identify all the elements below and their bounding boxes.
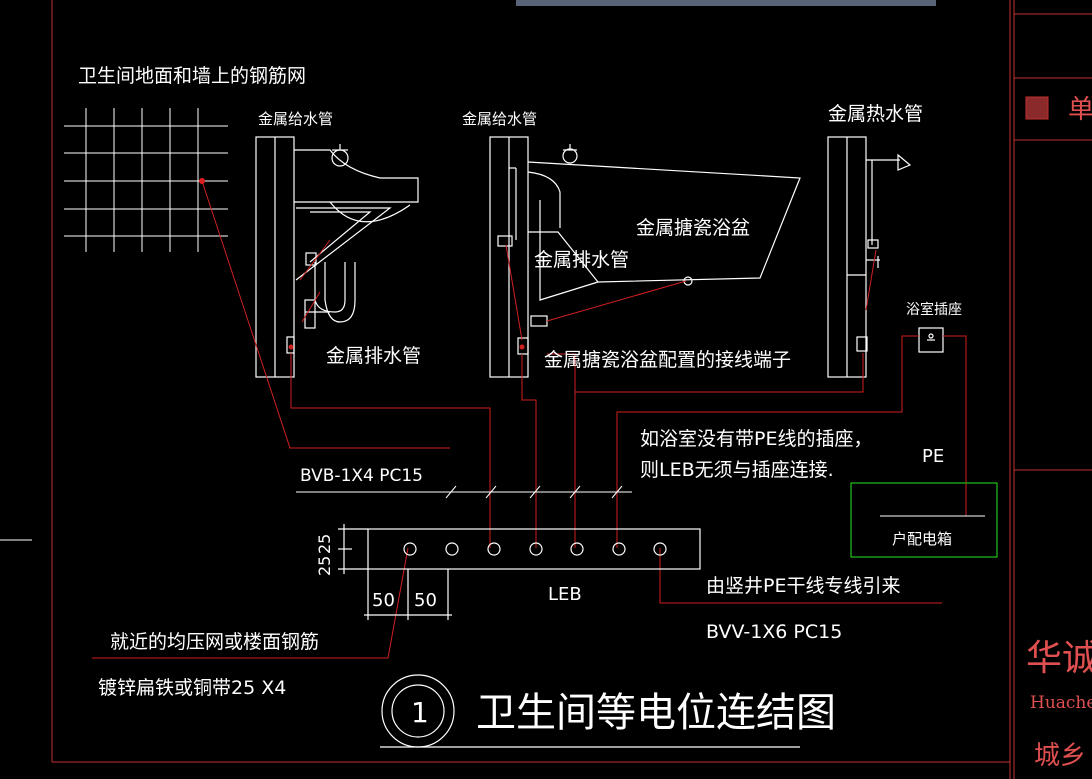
bvb-cable-label: BVB-1X4 PC15 [300,466,423,486]
bonding-red-lines [92,180,967,659]
metal-drain-pipe-label-1: 金属排水管 [326,345,421,367]
dim-height: 25 [315,534,334,554]
socket-note-line-1: 如浴室没有带PE线的插座， [640,428,872,450]
title-circle-number: 1 [411,696,429,729]
washbasin-fixture [255,136,419,378]
drawing-frame [51,0,1092,779]
bathtub-terminal-label: 金属搪瓷浴盆配置的接线端子 [544,349,791,371]
pe-label: PE [922,446,944,467]
rebar-grid [64,108,228,252]
drawing-title: 卫生间等电位连结图 [476,690,836,736]
metal-supply-pipe-label-2: 金属给水管 [462,110,537,128]
metal-supply-pipe-label-1: 金属给水管 [258,110,333,128]
title-block-bottom: 城乡 [1034,741,1086,771]
leb-label: LEB [548,584,582,605]
shower-fixture [827,136,944,378]
flat-iron-note: 镀锌扁铁或铜带25 X4 [98,677,286,699]
bathtub-fixture [489,136,801,378]
pe-trunk-note: 由竖井PE干线专线引来 [706,575,900,597]
rebar-note: 卫生间地面和墙上的钢筋网 [78,65,306,87]
title-block-unit: 单 [1068,95,1092,125]
dim-50-b: 50 [414,590,437,611]
leb-bar [338,524,701,620]
socket-note-line-2: 则LEB无须与插座连接. [640,459,834,481]
dim-50-a: 50 [372,590,395,611]
company-cn: 华诚 [1026,638,1092,679]
enamel-bathtub-label: 金属搪瓷浴盆 [636,217,750,239]
bvb-cable [296,485,632,499]
bvv-cable-label: BVV-1X6 PC15 [706,621,842,643]
metal-drain-pipe-label-2: 金属排水管 [534,249,629,271]
title-symbol [380,674,800,748]
top-scrollbar[interactable] [516,0,936,6]
company-en: Huachen [1030,693,1092,713]
distribution-box [850,482,998,558]
nearby-grid-note: 就近的均压网或楼面钢筋 [110,631,319,653]
distribution-box-label: 户配电箱 [892,530,952,548]
leb-terminals [403,542,667,556]
dim-height-2: 25 [315,556,334,576]
bathroom-socket-label: 浴室插座 [906,301,962,318]
title-block-swatch [1025,96,1049,120]
metal-hot-pipe-label: 金属热水管 [828,103,923,125]
